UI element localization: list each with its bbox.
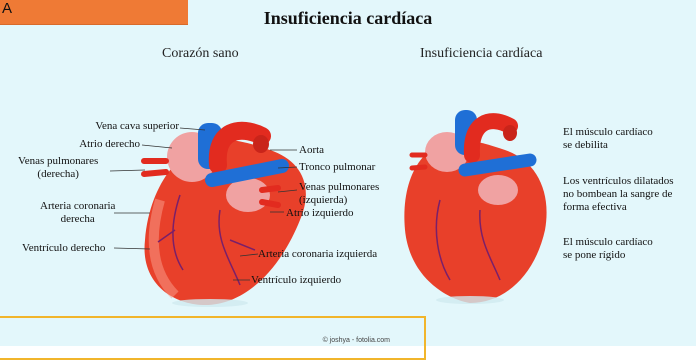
left-pulmonary-veins [259,185,281,208]
failing-heart [404,110,547,304]
section-tag-label: A [2,0,13,17]
label-ventriculo-izquierdo: Ventrículo izquierdo [251,274,342,286]
failure-subtitle: Insuficiencia cardíaca [420,46,543,61]
note-muscle-stiffens: El músculo cardíaco se pone rígido [563,236,653,261]
healthy-subtitle: Corazón sano [162,46,239,61]
coronary-arteries [157,194,256,286]
section-tag: A [0,0,188,25]
diagram-title: Insuficiencia cardíaca [263,8,433,28]
left-atrium [226,178,270,212]
label-atrio-derecho: Atrio derecho [79,138,140,150]
failing-aorta [463,113,518,163]
healthy-heart [141,121,306,307]
label-ventriculo-derecho: Ventrículo derecho [22,242,106,254]
label-aorta: Aorta [299,144,325,156]
heart-illustrations [109,110,547,307]
aorta [208,121,271,174]
pulmonary-trunk [205,159,289,187]
label-arteria-coronaria-derecha: Arteria coronaria derecha [40,200,116,225]
label-tronco-pulmonar: Tronco pulmonar [299,161,376,173]
note-muscle-weakens: El músculo cardíaco se debilita [563,126,653,151]
failing-pulmonary-trunk [458,153,537,177]
label-atrio-izquierdo: Atrio izquierdo [286,207,354,219]
label-vena-cava: Vena cava superior [95,120,179,132]
diagram-panel [0,0,696,346]
image-credit: © joshya - fotolia.com [322,337,390,344]
note-dilated-ventricles: Los ventrículos dilatados no bombean la … [563,175,674,213]
label-arteria-coronaria-izquierda: Arteria coronaria izquierda [258,248,378,260]
label-venas-pulmonares-derecha: Venas pulmonares (derecha) [18,155,99,180]
failing-left-atrium [478,175,518,205]
right-pulmonary-veins [141,158,169,177]
leader-lines [109,127,298,281]
label-venas-pulmonares-izquierda: Venas pulmonares (izquierda) [299,181,380,206]
failing-coronary-arteries [435,199,501,281]
healthy-heart-muscle [144,139,306,305]
